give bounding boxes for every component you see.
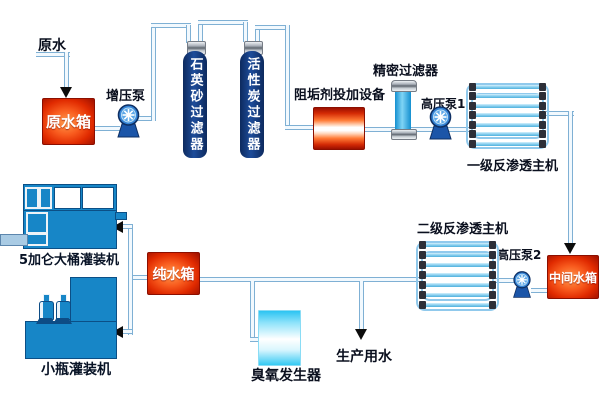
barrel-machine-outfeed bbox=[115, 212, 127, 220]
pipe-raw-water-inlet-h bbox=[36, 52, 70, 57]
pipe-to-bottle-filler bbox=[122, 329, 132, 334]
booster-pump-icon bbox=[117, 104, 140, 143]
bottle-icon bbox=[39, 301, 54, 320]
ro1-membrane-tube bbox=[469, 83, 546, 91]
hp-pump2-label: 高压泵2 bbox=[497, 248, 542, 262]
bottle-stand bbox=[36, 318, 55, 324]
arrow-into-bottle-filler-icon bbox=[112, 326, 123, 338]
ro1-membrane-tube bbox=[469, 140, 546, 148]
ro2-membrane-tube bbox=[419, 271, 496, 279]
precision-filter-label: 精密过滤器 bbox=[373, 64, 439, 79]
bottle-machine-base bbox=[25, 321, 117, 359]
production-water-label: 生产用水 bbox=[336, 349, 392, 365]
pipe-rawtank-to-pump bbox=[93, 126, 120, 131]
ro1-membrane-tube bbox=[469, 121, 546, 129]
pipe-ozone-branch bbox=[250, 281, 255, 340]
ro2-membrane-tube bbox=[419, 251, 496, 259]
ro1-membrane-tube bbox=[469, 102, 546, 110]
raw-water-label: 原水 bbox=[38, 38, 66, 54]
booster-pump-label: 增压泵 bbox=[106, 89, 146, 104]
quartz-filter-vessel: 石英砂过滤器 bbox=[183, 51, 207, 158]
bottle-stand bbox=[53, 318, 72, 324]
barrel-filler-label: 5加仑大桶灌装机 bbox=[19, 253, 120, 268]
ro1-membrane-tube bbox=[469, 111, 546, 119]
pipe-into-carbon bbox=[243, 22, 248, 42]
carbon-filter-vessel: 活性炭过滤器 bbox=[240, 51, 264, 158]
pipe-pump2-to-ro2 bbox=[494, 278, 514, 283]
pipe-into-quartz bbox=[186, 25, 191, 43]
bottle-icon bbox=[56, 301, 71, 320]
ro2-membrane-tube bbox=[419, 281, 496, 289]
pipe-riser-left bbox=[151, 23, 156, 121]
bottle-filler-label: 小瓶灌装机 bbox=[41, 362, 111, 378]
barrel-machine-window bbox=[82, 187, 114, 209]
ro1-membrane-tube bbox=[469, 92, 546, 100]
bottle-machine-tower bbox=[70, 277, 117, 327]
pipe-top-run1 bbox=[151, 23, 191, 28]
ozone-generator bbox=[258, 310, 301, 366]
ro-stage1-unit bbox=[465, 80, 550, 155]
pipe-to-barrel-filler bbox=[122, 224, 132, 229]
pipe-intermediate-to-pump2 bbox=[531, 288, 547, 293]
hp-pump1-icon bbox=[429, 106, 452, 145]
barrel-machine-door bbox=[26, 212, 48, 246]
quartz-filter-label: 石英砂过滤器 bbox=[187, 56, 203, 153]
arrow-into-raw-tank-icon bbox=[60, 87, 72, 98]
pipe-puretank-left bbox=[133, 275, 149, 280]
ro1-outer-bracket bbox=[466, 83, 549, 149]
pipe-to-intermediate bbox=[568, 111, 573, 243]
pipe-downcomer bbox=[285, 25, 290, 128]
barrel-machine-pane bbox=[27, 189, 37, 207]
pipe-main-bottom bbox=[198, 277, 422, 282]
arrow-into-barrel-filler-icon bbox=[112, 221, 123, 233]
raw-water-tank-label: 原水箱 bbox=[45, 113, 91, 131]
pipe-ro1-out bbox=[546, 111, 574, 116]
hp-pump1-label: 高压泵1 bbox=[421, 97, 466, 111]
arrow-into-intermediate-icon bbox=[564, 243, 576, 254]
ro2-membrane-tube bbox=[419, 261, 496, 269]
ro-stage1-label: 一级反渗透主机 bbox=[467, 159, 559, 174]
ro2-membrane-tube bbox=[419, 291, 496, 299]
raw-water-tank: 原水箱 bbox=[42, 98, 95, 145]
dosing-device-label: 阻垢剂投加设备 bbox=[294, 88, 386, 103]
ro2-membrane-tube bbox=[419, 301, 496, 309]
carbon-filter-label: 活性炭过滤器 bbox=[244, 56, 260, 153]
arrow-production-water-icon bbox=[355, 329, 367, 340]
ro2-outer-bracket bbox=[416, 241, 499, 311]
ro-stage2-unit bbox=[415, 238, 500, 315]
pipe-into-dosing bbox=[285, 125, 315, 130]
precision-filter-body bbox=[395, 86, 411, 134]
pipe-filler-manifold bbox=[128, 224, 133, 335]
pipe-into-ozone bbox=[250, 337, 264, 342]
pure-water-tank-label: 纯水箱 bbox=[152, 266, 195, 283]
ro2-membrane-tube bbox=[419, 241, 496, 249]
precision-filter-bottom-cap bbox=[391, 129, 417, 140]
pipe-pump-out bbox=[137, 116, 156, 121]
intermediate-tank: 中间水箱 bbox=[547, 255, 599, 299]
pipe-raw-water-inlet-v bbox=[64, 52, 69, 88]
barrel-machine-conveyor bbox=[0, 234, 28, 246]
pipe-quartz-out bbox=[198, 20, 203, 42]
dosing-device bbox=[313, 107, 365, 150]
pure-water-tank: 纯水箱 bbox=[147, 252, 200, 295]
intermediate-tank-label: 中间水箱 bbox=[548, 270, 597, 285]
barrel-machine-window bbox=[54, 187, 81, 209]
pipe-top-run2 bbox=[198, 20, 248, 25]
ro1-membrane-tube bbox=[469, 130, 546, 138]
barrel-machine-pane bbox=[41, 189, 50, 207]
ozone-generator-label: 臭氧发生器 bbox=[251, 368, 321, 384]
pipe-carbon-out bbox=[255, 25, 260, 42]
precision-filter-top-cap bbox=[391, 80, 417, 92]
ro-stage2-label: 二级反渗透主机 bbox=[417, 222, 509, 237]
pipe-production-branch bbox=[359, 281, 364, 330]
pipe-top-run3 bbox=[255, 25, 290, 30]
hp-pump2-icon bbox=[511, 271, 533, 303]
